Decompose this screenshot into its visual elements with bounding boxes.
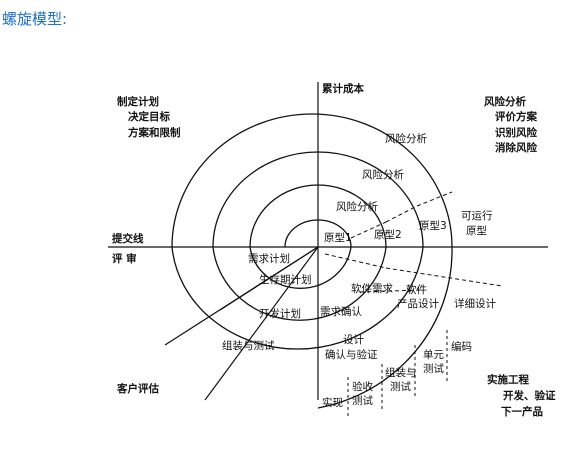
runnable-prototype-label: 原型 [466,224,487,237]
dash-lower-1 [324,253,387,269]
prototype-2: 原型2 [374,228,402,241]
risk-label-outer: 风险分析 [385,132,427,145]
integration-test-label-1: 组装与 [385,366,417,379]
spiral-lower-1 [249,246,352,289]
acceptance-test-label-1: 验收 [352,380,373,393]
unit-test-label-2: 测试 [423,362,444,375]
engineering-label: 实施工程 [487,373,529,386]
radial-line-3 [219,246,319,311]
dash-lower-2 [385,267,503,287]
constraint-label: 方案和限制 [128,126,181,139]
risk-label-inner: 风险分析 [336,200,378,213]
dash-upper-3 [416,191,453,207]
spiral-lower-3 [171,246,424,350]
axis-top-label: 累计成本 [322,82,364,95]
implementation-label: 实现 [322,396,343,409]
develop-verify-label: 开发、验证 [503,389,556,402]
lifecycle-plan-label: 生存期计划 [259,273,312,286]
risk-label-mid: 风险分析 [362,168,404,181]
spiral-upper-2 [249,184,387,248]
plan-label: 制定计划 [117,95,159,108]
acceptance-test-label-2: 测试 [352,394,373,407]
unit-test-label-1: 单元 [423,349,444,361]
req-plan-label: 需求计划 [248,252,290,265]
eliminate-risk-label: 消除风险 [495,141,537,154]
spiral-upper-3 [212,151,424,248]
dev-plan-label: 开发计划 [259,307,301,320]
runnable-label: 可运行 [461,209,493,222]
spiral-lower-2 [212,246,387,321]
integration-plan-label: 组装与测试 [222,339,275,352]
dash-upper-2 [385,205,418,223]
req-confirm-label: 需求确认 [320,305,362,318]
prototype-1: 原型1 [324,231,352,244]
risk-analysis-heading: 风险分析 [484,95,526,108]
spiral-upper-4 [171,113,453,248]
evaluate-label: 评价方案 [495,110,537,123]
next-product-label: 下一产品 [501,405,543,418]
detail-design-label: 详细设计 [454,297,496,310]
software-req-label: 软件需求 [351,282,393,295]
design-verify-label-2: 确认与验证 [325,348,378,361]
customer-eval-label: 客户评估 [116,382,159,395]
spiral-upper-1 [284,219,352,248]
design-verify-label-1: 设计 [343,333,364,346]
axis-left-sub-label: 评 审 [112,252,137,265]
spiral-lower-4 [317,246,453,409]
goal-label: 决定目标 [128,110,170,123]
dash-lower-3 [359,289,421,293]
radial-line-2 [204,246,319,401]
integration-test-label-2: 测试 [390,380,411,393]
product-design-label-2: 产品设计 [397,297,439,310]
product-design-label-1: 软件 [406,283,427,296]
identify-risk-label: 识别风险 [495,126,537,139]
axis-left-label: 提交线 [112,232,144,245]
prototype-3: 原型3 [419,219,447,232]
page-title: 螺旋模型: [2,10,68,28]
coding-label: 编码 [451,340,472,353]
